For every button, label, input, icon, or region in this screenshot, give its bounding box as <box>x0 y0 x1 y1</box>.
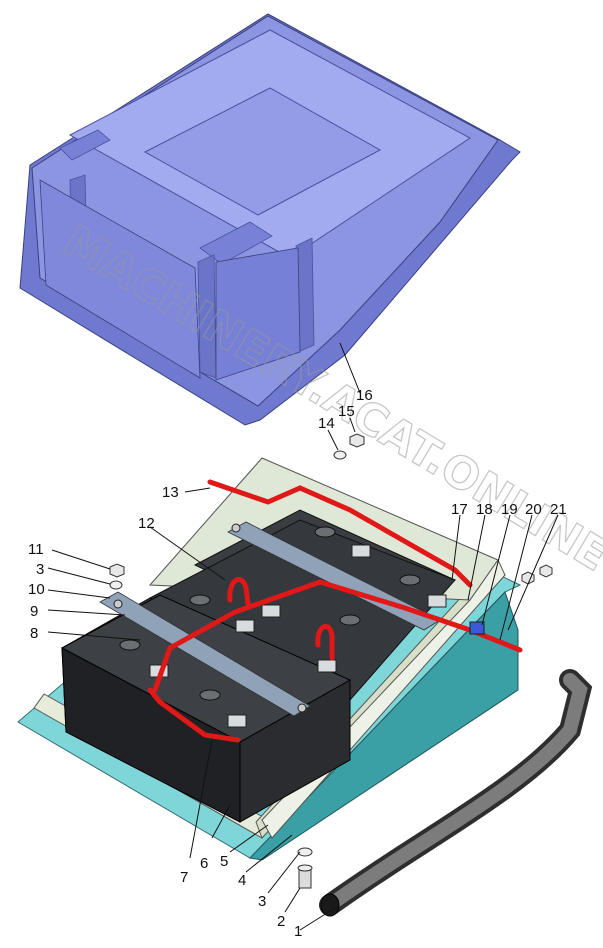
battery-box-cover <box>19 13 521 426</box>
callout-11: 11 <box>28 541 44 558</box>
callout-15: 15 <box>338 403 355 420</box>
callout-6: 6 <box>200 855 208 872</box>
callout-13: 13 <box>162 484 179 501</box>
callout-3-bottom: 3 <box>258 893 266 910</box>
callout-10: 10 <box>28 581 45 598</box>
callout-7: 7 <box>180 869 188 886</box>
callout-16: 16 <box>356 387 373 404</box>
callout-9: 9 <box>30 603 38 620</box>
callout-14: 14 <box>318 415 335 432</box>
callout-12: 12 <box>138 515 155 532</box>
callout-20: 20 <box>525 501 542 518</box>
callout-1: 1 <box>294 923 302 940</box>
callout-19: 19 <box>501 501 518 518</box>
callout-4: 4 <box>238 872 246 889</box>
callout-18: 18 <box>476 501 493 518</box>
cables <box>147 479 523 743</box>
corrugated-tube <box>319 669 593 917</box>
callout-21: 21 <box>550 501 567 518</box>
fasteners <box>109 433 553 889</box>
callout-17: 17 <box>451 501 468 518</box>
callout-2: 2 <box>277 913 285 930</box>
callout-8: 8 <box>30 625 38 642</box>
callout-3-top: 3 <box>36 561 44 578</box>
callout-5: 5 <box>220 853 228 870</box>
callout-labels: 1 2 3 4 5 6 7 8 9 10 3 11 12 13 14 15 16… <box>28 387 567 940</box>
leader-lines <box>47 342 559 931</box>
